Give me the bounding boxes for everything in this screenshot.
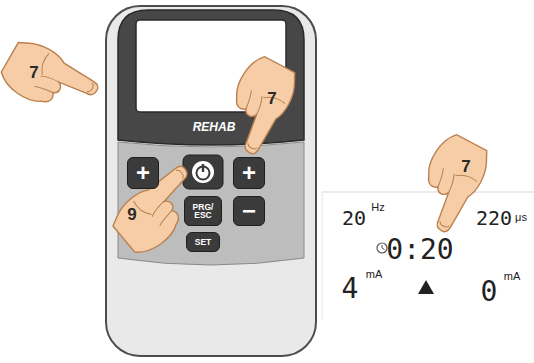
callout-number: 7	[461, 158, 470, 175]
button-label: +	[242, 161, 256, 185]
callout-number: 7	[267, 90, 276, 107]
timer-value: 0:20	[386, 236, 453, 264]
device-button: PRG/ ESC	[184, 196, 222, 226]
pointing-hand	[0, 34, 103, 127]
unit-label: mA	[504, 271, 521, 282]
display-zoom	[322, 192, 534, 320]
stimulator-device	[106, 6, 316, 356]
frequency-value: 20	[342, 208, 366, 228]
device-button: +	[233, 157, 265, 189]
callout-number: 7	[29, 64, 38, 81]
device-button: SET	[186, 232, 220, 252]
button-label: −	[242, 199, 256, 223]
pointing-hand	[212, 52, 303, 159]
button-label: SET	[195, 238, 212, 247]
pulse-width-value: 220	[476, 208, 512, 228]
device-button: +	[127, 157, 159, 189]
device-button: −	[233, 196, 265, 226]
unit-label: mA	[366, 269, 383, 280]
brand-name: REHAB	[193, 121, 236, 133]
button-label: +	[136, 161, 150, 185]
button-label: PRG/ ESC	[189, 203, 217, 220]
current-value: 4	[342, 275, 359, 303]
unit-label: μs	[515, 212, 527, 223]
unit-label: Hz	[371, 202, 384, 213]
current-value: 0	[481, 278, 498, 306]
callout-number: 9	[127, 206, 136, 223]
